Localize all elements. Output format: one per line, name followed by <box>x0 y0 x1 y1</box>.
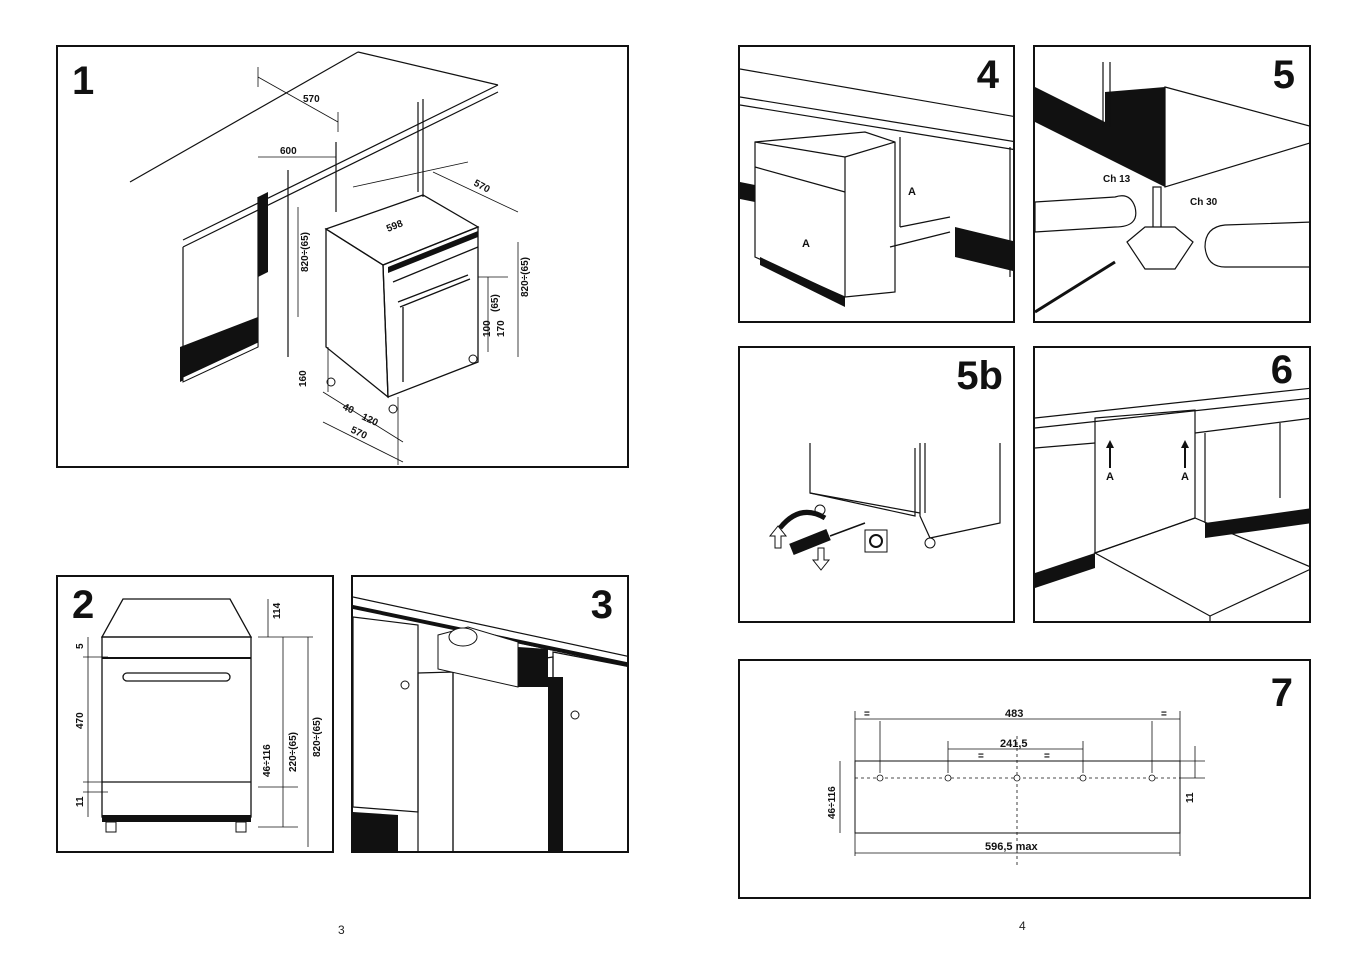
mark-a-2: A <box>908 186 916 198</box>
dim-plinth-adj: (65) <box>490 294 501 312</box>
page-number-left: 3 <box>338 923 345 937</box>
dim-niche-width: 600 <box>280 146 297 157</box>
figure-number: 2 <box>72 583 95 627</box>
mark-a-2: A <box>1181 471 1189 483</box>
dim-plinth-100: 100 <box>482 320 493 337</box>
dim-eq-right: = <box>1161 709 1167 720</box>
dim-470: 470 <box>75 712 86 729</box>
dim-plinth-170: 170 <box>496 320 507 337</box>
figure-7-drawing: = 483 = 241,5 = = 46÷116 11 596,5 max <box>827 708 1205 866</box>
mark-a-1: A <box>802 238 810 250</box>
figure-4-drawing: A A <box>740 68 1013 307</box>
figure-1-drawing: 570 600 598 570 820÷(65) 820÷(65) (65) 1… <box>129 51 531 465</box>
dim-11: 11 <box>75 796 86 807</box>
figure-6-drawing: A A <box>1035 387 1309 621</box>
dim-11: 11 <box>1185 792 1196 803</box>
figure-2-panel: 2 114 5 470 11 46÷116 220÷(65) <box>56 575 334 853</box>
figure-2-drawing: 114 5 470 11 46÷116 220÷(65) 820÷(65) <box>75 598 323 847</box>
figure-number: 5b <box>956 354 1003 398</box>
dim-top-width: 598 <box>385 218 405 235</box>
dim-220: 220÷(65) <box>288 732 299 772</box>
dim-596-5-max: 596,5 max <box>985 841 1038 853</box>
figure-number: 5 <box>1272 53 1295 97</box>
figure-number: 3 <box>590 583 613 627</box>
dim-top-depth: 570 <box>303 94 320 105</box>
figure-7-panel: 7 = 483 = <box>738 659 1311 899</box>
figure-3-panel: 3 <box>351 575 629 853</box>
dim-eq-mid-left: = <box>978 751 984 762</box>
mark-a-1: A <box>1106 471 1114 483</box>
figure-number: 6 <box>1270 348 1293 392</box>
figure-number: 7 <box>1270 671 1293 715</box>
dim-eq-left: = <box>864 709 870 720</box>
figure-number: 4 <box>976 53 999 97</box>
page-number-right: 4 <box>1019 919 1026 933</box>
figure-6-panel: 6 A A <box>1033 346 1311 623</box>
figure-5b-drawing <box>768 443 1001 571</box>
figure-5b-panel: 5b <box>738 346 1015 623</box>
dim-height-left: 820÷(65) <box>300 232 311 272</box>
dim-483: 483 <box>1005 708 1023 720</box>
dim-side-depth: 570 <box>472 178 492 196</box>
wrench-label-ch13: Ch 13 <box>1103 174 1131 185</box>
dim-241-5: 241,5 <box>1000 738 1028 750</box>
dim-foot-120: 120 <box>360 412 380 429</box>
dim-foot-40: 40 <box>341 402 356 417</box>
dim-820: 820÷(65) <box>312 717 323 757</box>
dim-46-116: 46÷116 <box>827 786 838 819</box>
dim-46-116: 46÷116 <box>262 744 273 777</box>
dim-eq-mid-right: = <box>1044 751 1050 762</box>
figure-5-drawing: Ch 13 Ch 30 <box>1035 62 1309 314</box>
dim-114: 114 <box>272 602 283 619</box>
dim-height-right: 820÷(65) <box>520 257 531 297</box>
figure-number: 1 <box>72 59 95 103</box>
figure-5-panel: 5 Ch 13 Ch 30 <box>1033 45 1311 323</box>
wrench-label-ch30: Ch 30 <box>1190 197 1218 208</box>
figure-1-panel: 1 <box>56 45 629 468</box>
dim-foot-height: 160 <box>298 370 309 387</box>
figure-4-panel: 4 A A <box>738 45 1015 323</box>
figure-3-drawing <box>353 596 627 851</box>
dim-5: 5 <box>75 643 86 649</box>
dim-bottom-depth: 570 <box>349 425 369 442</box>
